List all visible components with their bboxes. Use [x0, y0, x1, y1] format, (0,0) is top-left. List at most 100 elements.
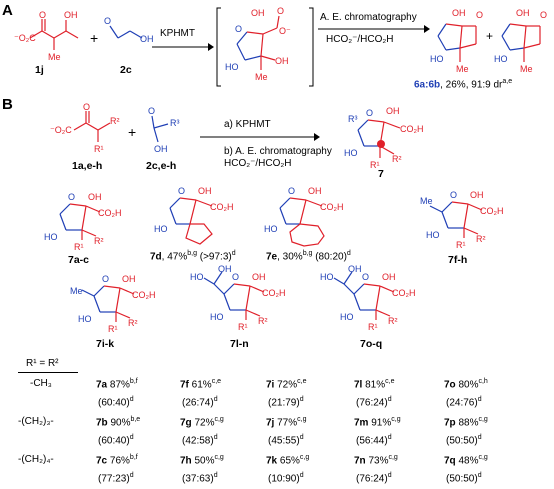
svg-text:O: O	[232, 272, 239, 282]
svg-text:O: O	[102, 274, 109, 284]
svg-text:O⁻: O⁻	[279, 26, 291, 36]
table-cell-7c: 7c 76%b,f	[96, 454, 138, 467]
svg-text:Me: Me	[48, 52, 61, 62]
svg-text:⁻O₂C: ⁻O₂C	[50, 125, 72, 135]
note-7e: b,g	[302, 250, 313, 257]
ratio-7e: (80:20)	[312, 251, 347, 263]
svg-text:OH: OH	[516, 8, 530, 18]
table-cell-7j: 7j 77%c,g	[266, 416, 307, 429]
table-ratio-7p: (50:50)d	[446, 434, 482, 447]
svg-text:O: O	[277, 6, 284, 16]
svg-text:HO: HO	[426, 230, 440, 240]
svg-text:CO₂H: CO₂H	[210, 202, 234, 212]
svg-text:HO: HO	[154, 224, 168, 234]
svg-text:O: O	[288, 186, 295, 196]
panel-a-label: A	[2, 2, 13, 19]
table-cell-7o: 7o 80%c,h	[444, 378, 488, 391]
label-7l-n: 7l-n	[230, 338, 249, 350]
svg-text:R²: R²	[388, 316, 398, 326]
svg-text:R³: R³	[348, 114, 358, 124]
svg-text:CO₂H: CO₂H	[320, 202, 344, 212]
table-ratio-7f: (26:74)d	[182, 396, 218, 409]
ratio-7d: (>97:3)	[196, 251, 232, 263]
table-ratio-7m: (56:44)d	[356, 434, 392, 447]
svg-text:O: O	[362, 272, 369, 282]
label-7o-q: 7o-q	[360, 338, 383, 350]
product-6a-6b-stats: , 26%, 91:9 dr	[440, 79, 503, 91]
svg-text:O: O	[540, 10, 547, 20]
svg-text:O: O	[83, 102, 90, 112]
structure-1-general: ⁻O₂C O R² R¹	[50, 102, 120, 154]
svg-text:Me: Me	[70, 286, 83, 296]
svg-text:R²: R²	[258, 316, 268, 326]
svg-text:HO: HO	[320, 272, 334, 282]
compound-label-1j: 1j	[35, 64, 44, 76]
yield-7e: , 30%	[277, 251, 303, 263]
svg-text:OH: OH	[122, 274, 136, 284]
plus-sign: +	[90, 30, 99, 46]
compound-label-2-general: 2c,e-h	[146, 160, 177, 172]
step-b-buffer: HCO₂⁻/HCO₂H	[224, 158, 292, 169]
svg-text:R³: R³	[170, 118, 180, 128]
ratio-note-7e: d	[346, 250, 351, 257]
svg-text:O: O	[178, 186, 185, 196]
ratio-note-7d: d	[231, 250, 236, 257]
svg-text:HO: HO	[494, 54, 508, 64]
structure-7-general: R³ O OH CO₂H HO R¹ R²	[344, 106, 424, 170]
label-7a-c: 7a-c	[68, 254, 90, 266]
step-a-kphmt: a) KPHMT	[224, 119, 271, 130]
svg-text:HO: HO	[44, 232, 58, 242]
svg-text:OH: OH	[452, 8, 466, 18]
reaction-arrow-2	[318, 25, 430, 33]
reagent-formate-buffer: HCO₂⁻/HCO₂H	[326, 34, 394, 45]
table-header-r1-r2: R¹ = R²	[26, 358, 59, 369]
svg-text:O: O	[476, 10, 483, 20]
product-label-6a-6b: 6a:6b	[414, 79, 441, 91]
svg-text:O: O	[235, 24, 242, 34]
table-header-rule	[18, 372, 78, 373]
svg-text:O: O	[148, 106, 155, 116]
svg-text:OH: OH	[64, 10, 78, 20]
table-row-2-group: -(CH₂)₃-	[18, 416, 54, 427]
svg-text:HO: HO	[264, 224, 278, 234]
panel-b-label: B	[2, 96, 13, 113]
svg-text:Me: Me	[420, 196, 433, 206]
label-7d: 7d	[150, 251, 162, 263]
svg-text:OH: OH	[308, 186, 322, 196]
svg-text:R²: R²	[94, 236, 104, 246]
structure-2-general: O R³ OH	[148, 106, 180, 154]
table-ratio-7a: (60:40)d	[98, 396, 134, 409]
svg-text:R¹: R¹	[368, 322, 378, 332]
svg-text:CO₂H: CO₂H	[400, 124, 424, 134]
table-cell-7k: 7k 65%c,g	[266, 454, 310, 467]
svg-text:O: O	[68, 192, 75, 202]
svg-text:CO₂H: CO₂H	[132, 290, 156, 300]
product-6a-6b-notes: a,e	[502, 78, 513, 85]
table-cell-7h: 7h 50%c,g	[180, 454, 224, 467]
svg-text:OH: OH	[348, 264, 362, 274]
structure-7e: O OH CO₂H HO	[264, 186, 344, 247]
table-cell-7f: 7f 61%c,e	[180, 378, 222, 391]
table-ratio-7o: (24:76)d	[446, 396, 482, 409]
table-cell-7b: 7b 90%b,e	[96, 416, 141, 429]
structure-2c: O OH	[104, 16, 154, 44]
svg-text:R²: R²	[128, 318, 138, 328]
table-cell-7g: 7g 72%c,g	[180, 416, 224, 429]
svg-text:HO: HO	[190, 272, 204, 282]
caption-7d: 7d, 47%b,g (>97:3)d	[150, 250, 236, 262]
svg-text:OH: OH	[382, 272, 396, 282]
table-cell-7l: 7l 81%c,e	[354, 378, 395, 391]
svg-text:OH: OH	[470, 190, 484, 200]
table-ratio-7h: (37:63)d	[182, 472, 218, 485]
table-ratio-7g: (42:58)d	[182, 434, 218, 447]
svg-text:CO₂H: CO₂H	[262, 288, 286, 298]
svg-text:+: +	[486, 29, 493, 43]
svg-text:R¹: R¹	[108, 324, 118, 334]
svg-text:R¹: R¹	[94, 144, 104, 154]
yield-7d: , 47%	[161, 251, 188, 263]
table-cell-7m: 7m 91%c,g	[354, 416, 401, 429]
table-ratio-7c: (77:23)d	[98, 472, 134, 485]
table-row-3-group: -(CH₂)₄-	[18, 454, 54, 465]
